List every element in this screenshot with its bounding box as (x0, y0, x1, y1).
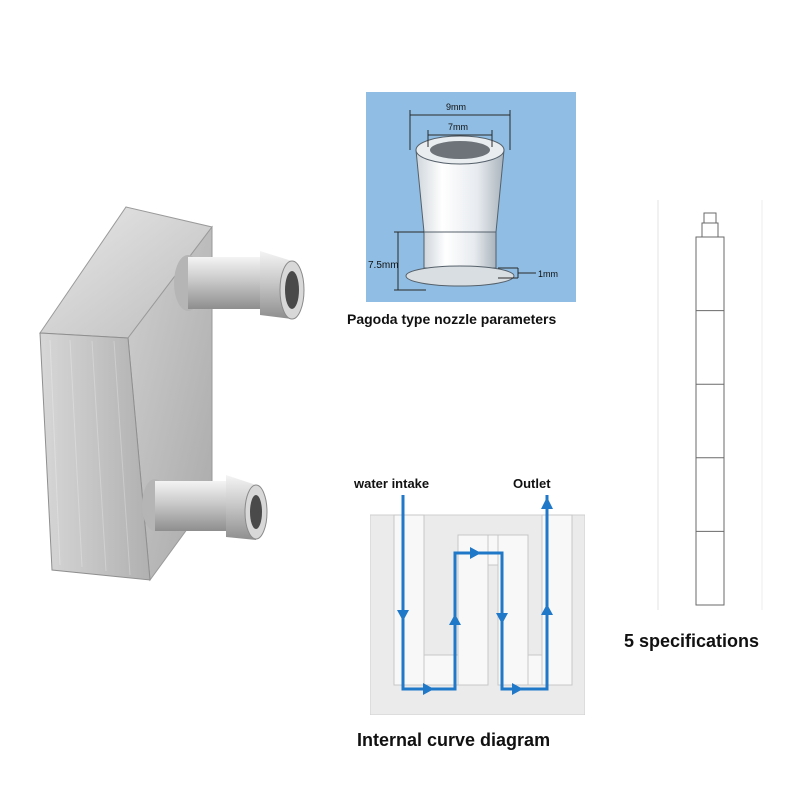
dim-height-label: 7.5mm (368, 260, 399, 271)
outlet-label: Outlet (513, 476, 551, 491)
nozzle-diagram: 9mm 7mm 7.5mm 1mm (366, 92, 576, 302)
nozzle-flange (405, 265, 515, 287)
spec-rod (657, 200, 763, 610)
curve-caption: Internal curve diagram (357, 730, 551, 750)
block-front-face (39, 332, 151, 581)
specifications-caption: 5 specifications (624, 631, 760, 651)
curve-diagram (370, 495, 585, 715)
lower-nozzle (142, 475, 268, 540)
upper-nozzle (174, 251, 305, 320)
dim-inner-label: 7mm (448, 122, 468, 132)
water-block-photo (39, 206, 305, 582)
dim-outer-label: 9mm (446, 102, 466, 112)
rod-body (695, 236, 725, 606)
water-intake-label: water intake (354, 476, 430, 491)
dim-flange-label: 1mm (538, 269, 558, 279)
nozzle-caption: Pagoda type nozzle parameters (347, 311, 557, 327)
